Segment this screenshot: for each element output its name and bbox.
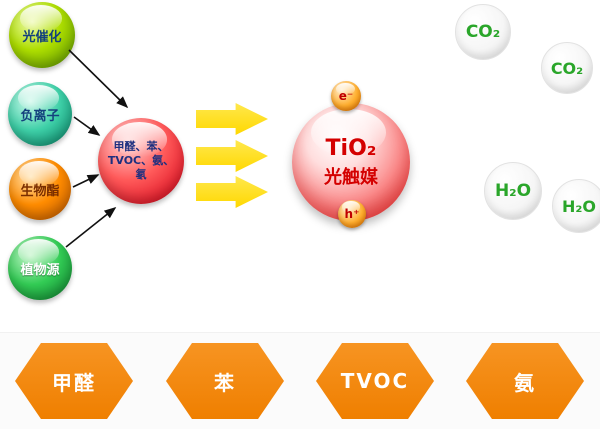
bubble-h2o-1: H₂O (484, 162, 542, 220)
sphere-negative-ion: 负离子 (8, 82, 72, 146)
sphere-pollutants: 甲醛、苯、 TVOC、氨、 氡 (98, 118, 184, 204)
catalyst-subtitle: 光触媒 (324, 166, 378, 188)
yellow-arrow-3 (196, 176, 268, 208)
bubble-label: H₂O (494, 181, 532, 201)
hexagon-formaldehyde: 甲醛 (15, 343, 133, 419)
hexagon-label: 苯 (214, 370, 236, 395)
yellow-arrow-1 (196, 103, 268, 135)
bubble-co2-2: CO₂ (541, 42, 593, 94)
sphere-label: 光催化 (22, 29, 62, 45)
bubble-co2-1: CO₂ (455, 4, 511, 60)
sphere-electron: e⁻ (331, 81, 361, 111)
sphere-plant-source: 植物源 (8, 236, 72, 300)
sphere-bio-ester: 生物酯 (9, 158, 71, 220)
hexagon-ammonia: 氨 (466, 343, 584, 419)
sphere-photocatalysis: 光催化 (9, 2, 75, 68)
hexagon-label: TVOC (340, 369, 410, 393)
bubble-label: CO₂ (550, 58, 584, 78)
sphere-hole: h⁺ (338, 200, 366, 228)
hexagon-benzene: 苯 (166, 343, 284, 419)
arrow-bio-ester-to-pollutants (72, 174, 100, 188)
arrow-plant-source-to-pollutants (65, 207, 117, 248)
arrow-negative-ion-to-pollutants (73, 116, 101, 136)
bubble-label: H₂O (562, 196, 596, 216)
hole-label: h⁺ (344, 207, 360, 221)
catalyst-label: TiO₂ 光触媒 (324, 136, 378, 189)
bubble-label: CO₂ (465, 22, 501, 42)
pollutant-label: 甲醛、苯、 TVOC、氨、 氡 (108, 140, 174, 183)
catalyst-title: TiO₂ (325, 135, 377, 161)
yellow-arrow-2 (196, 140, 268, 172)
hexagon-label: 氨 (514, 370, 536, 395)
sphere-label: 植物源 (20, 262, 60, 278)
pollutant-line-3: 氡 (135, 168, 147, 182)
hexagon-tvoc: TVOC (316, 343, 434, 419)
arrow-photocatalysis-to-pollutants (68, 49, 129, 109)
sphere-label: 生物酯 (20, 183, 60, 199)
hexagon-label: 甲醛 (52, 370, 96, 395)
pollutant-line-1: 甲醛、苯、 (113, 139, 169, 153)
electron-label: e⁻ (338, 89, 354, 103)
bubble-h2o-2: H₂O (552, 179, 600, 233)
sphere-label: 负离子 (20, 108, 60, 124)
pollutant-line-2: TVOC、氨、 (107, 153, 175, 167)
